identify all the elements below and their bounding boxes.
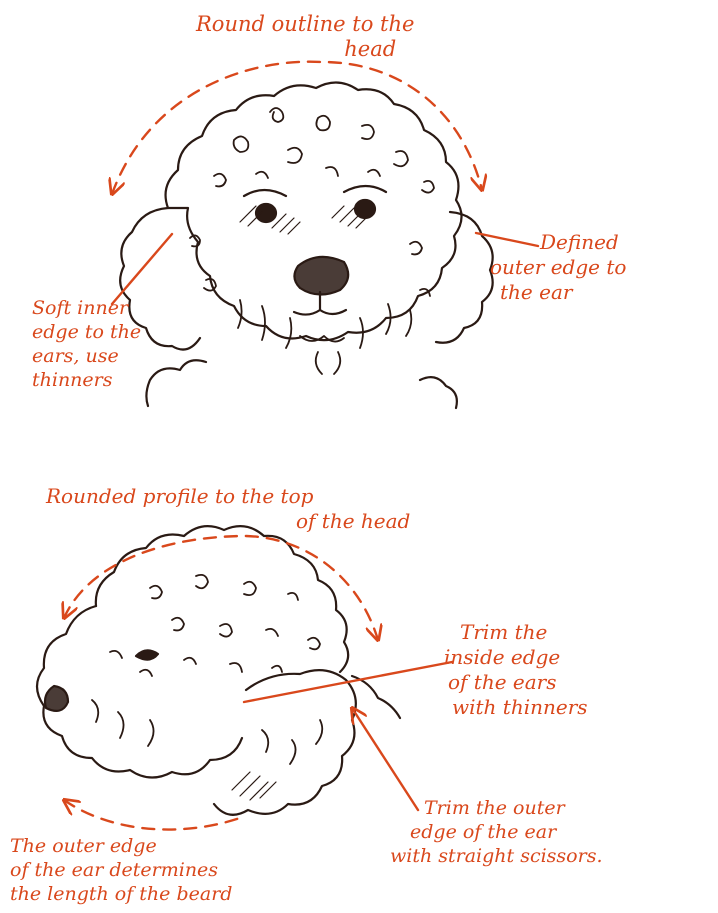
beard-hatches — [232, 772, 276, 800]
head-curls — [190, 108, 434, 374]
profile-eye — [136, 650, 158, 659]
ear-tuft — [352, 676, 400, 718]
right-ear — [436, 212, 493, 343]
annotation-rounded-profile: Rounded profile to the top of the head — [46, 484, 410, 534]
profile-muzzle — [37, 606, 242, 778]
inner-edge-pointer — [112, 234, 172, 304]
profile-dog-head-drawing — [37, 526, 400, 815]
nose — [294, 257, 348, 315]
profile-curls — [92, 575, 322, 764]
outer-edge-scissors-arrow — [352, 708, 418, 810]
annotation-soft-inner-edge: Soft inner edge to the ears, use thinner… — [32, 296, 141, 392]
profile-ear — [214, 670, 356, 815]
front-dog-head-drawing — [120, 82, 493, 408]
annotation-trim-inside-edge: Trim the inside edge of the ears with th… — [444, 620, 588, 720]
annotation-trim-outer-edge: Trim the outer edge of the ear with stra… — [390, 796, 602, 868]
inside-edge-pointer — [244, 662, 452, 702]
annotation-defined-outer-edge: Defined outer edge to the ear — [490, 230, 626, 305]
profile-head-outline — [96, 526, 348, 672]
annotation-round-outline: Round outline to the head — [196, 12, 414, 62]
annotation-beard-length: The outer edge of the ear determines the… — [10, 834, 232, 906]
head-outline — [166, 82, 462, 340]
neck-fur — [146, 360, 456, 408]
eyes — [244, 186, 386, 222]
profile-nose — [45, 686, 68, 711]
head-outline-arc-arrow — [112, 62, 482, 194]
